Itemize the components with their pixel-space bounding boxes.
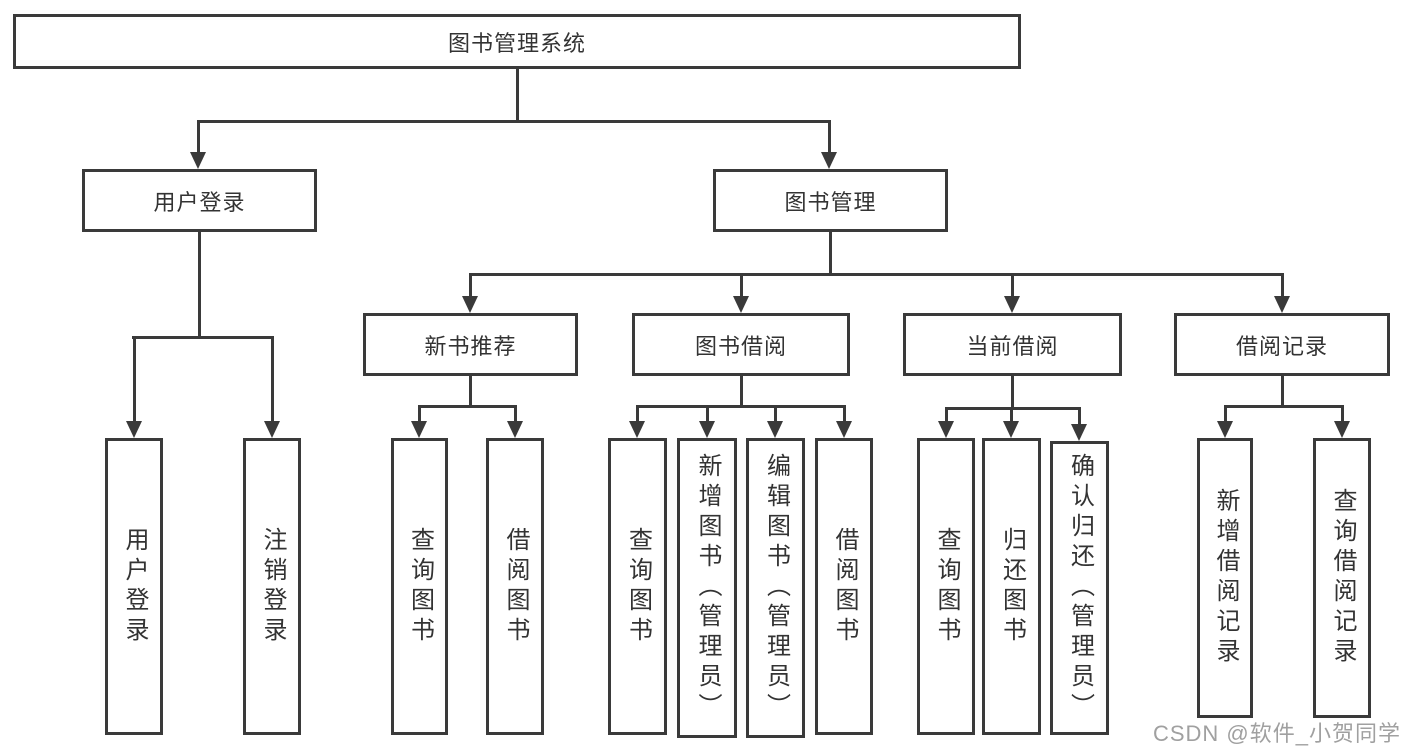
node-book-borrowing: 图书借阅 bbox=[632, 313, 850, 376]
connector-line bbox=[418, 405, 421, 426]
leaf-confirm-return-admin: 确认归还（管理员） bbox=[1050, 441, 1109, 735]
leaf-add-borrow-record: 新增借阅记录 bbox=[1197, 438, 1253, 718]
arrow-down-icon bbox=[1274, 296, 1290, 313]
leaf-logout-login: 注销登录 bbox=[243, 438, 301, 735]
connector-line bbox=[1281, 273, 1284, 300]
arrow-down-icon bbox=[190, 152, 206, 169]
arrow-down-icon bbox=[462, 296, 478, 313]
arrow-down-icon bbox=[699, 421, 715, 438]
node-label: 借阅图书 bbox=[831, 526, 858, 647]
leaf-borrow-books-borrow: 借阅图书 bbox=[815, 438, 873, 735]
connector-line bbox=[1011, 376, 1014, 410]
arrow-down-icon bbox=[938, 421, 954, 438]
node-label: 图书管理系统 bbox=[447, 30, 586, 56]
connector-line bbox=[1078, 407, 1081, 428]
arrow-down-icon bbox=[629, 421, 645, 438]
connector-line bbox=[132, 336, 274, 339]
leaf-add-books-admin: 新增图书（管理员） bbox=[677, 438, 737, 738]
connector-line bbox=[469, 273, 1284, 276]
leaf-borrow-books-newrec: 借阅图书 bbox=[486, 438, 544, 735]
leaf-query-books-newrec: 查询图书 bbox=[391, 438, 448, 735]
connector-line bbox=[1281, 376, 1284, 408]
node-borrowing-records: 借阅记录 bbox=[1174, 313, 1390, 376]
leaf-query-borrow-record: 查询借阅记录 bbox=[1313, 438, 1371, 718]
connector-line bbox=[516, 68, 519, 123]
node-new-book-recommendation: 新书推荐 bbox=[363, 313, 578, 376]
connector-line bbox=[740, 273, 743, 300]
connector-line bbox=[197, 120, 200, 156]
node-label: 新书推荐 bbox=[424, 333, 517, 359]
node-label: 借阅图书 bbox=[502, 526, 529, 647]
connector-line bbox=[1010, 407, 1013, 426]
leaf-edit-books-admin: 编辑图书（管理员） bbox=[746, 438, 805, 738]
csdn-watermark: CSDN @软件_小贺同学 bbox=[1152, 721, 1401, 746]
node-book-management: 图书管理 bbox=[713, 169, 948, 232]
connector-line bbox=[197, 120, 831, 123]
node-label: 查询借阅记录 bbox=[1329, 488, 1356, 668]
connector-line bbox=[133, 336, 136, 426]
node-label: 查询图书 bbox=[624, 526, 652, 647]
arrow-down-icon bbox=[767, 421, 783, 438]
leaf-query-books-current: 查询图书 bbox=[917, 438, 975, 735]
connector-line bbox=[740, 376, 743, 408]
node-label: 用户登录 bbox=[153, 189, 246, 215]
arrow-down-icon bbox=[821, 152, 837, 169]
connector-line bbox=[469, 273, 472, 300]
connector-line bbox=[636, 405, 846, 408]
node-label: 用户登录 bbox=[121, 526, 148, 647]
node-label: 查询图书 bbox=[406, 526, 434, 647]
arrow-down-icon bbox=[836, 421, 852, 438]
connector-line bbox=[945, 407, 1081, 410]
connector-line bbox=[271, 336, 274, 426]
node-label: 图书管理 bbox=[784, 189, 877, 215]
node-label: 当前借阅 bbox=[966, 333, 1059, 359]
connector-line bbox=[636, 405, 639, 426]
connector-line bbox=[1224, 405, 1344, 408]
node-label: 注销登录 bbox=[259, 526, 286, 647]
leaf-return-books: 归还图书 bbox=[982, 438, 1041, 735]
connector-line bbox=[514, 405, 517, 426]
connector-line bbox=[1341, 405, 1344, 426]
arrow-down-icon bbox=[507, 421, 523, 438]
connector-line bbox=[706, 405, 709, 426]
arrow-down-icon bbox=[411, 421, 427, 438]
node-label: 确认归还（管理员） bbox=[1066, 453, 1094, 723]
root-node-library-system: 图书管理系统 bbox=[13, 14, 1021, 69]
node-label: 新增借阅记录 bbox=[1212, 488, 1239, 668]
connector-line bbox=[843, 405, 846, 426]
connector-line bbox=[945, 407, 948, 426]
connector-line bbox=[469, 376, 472, 408]
connector-line bbox=[198, 232, 201, 339]
node-label: 借阅记录 bbox=[1235, 333, 1328, 359]
node-label: 归还图书 bbox=[998, 526, 1026, 647]
arrow-down-icon bbox=[264, 421, 280, 438]
node-label: 编辑图书（管理员） bbox=[762, 453, 790, 723]
connector-line bbox=[774, 405, 777, 426]
connector-line bbox=[418, 405, 517, 408]
connector-line bbox=[1224, 405, 1227, 426]
leaf-user-login: 用户登录 bbox=[105, 438, 163, 735]
node-label: 查询图书 bbox=[933, 526, 960, 647]
arrow-down-icon bbox=[1071, 424, 1087, 441]
arrow-down-icon bbox=[1004, 296, 1020, 313]
arrow-down-icon bbox=[1217, 421, 1233, 438]
arrow-down-icon bbox=[1003, 421, 1019, 438]
arrow-down-icon bbox=[733, 296, 749, 313]
node-label: 新增图书（管理员） bbox=[694, 453, 721, 723]
connector-line bbox=[1011, 273, 1014, 300]
leaf-query-books-borrow: 查询图书 bbox=[608, 438, 667, 735]
node-current-borrowing: 当前借阅 bbox=[903, 313, 1122, 376]
arrow-down-icon bbox=[126, 421, 142, 438]
node-user-login: 用户登录 bbox=[82, 169, 317, 232]
arrow-down-icon bbox=[1334, 421, 1350, 438]
connector-line bbox=[829, 232, 832, 276]
connector-line bbox=[828, 120, 831, 156]
node-label: 图书借阅 bbox=[694, 333, 787, 359]
